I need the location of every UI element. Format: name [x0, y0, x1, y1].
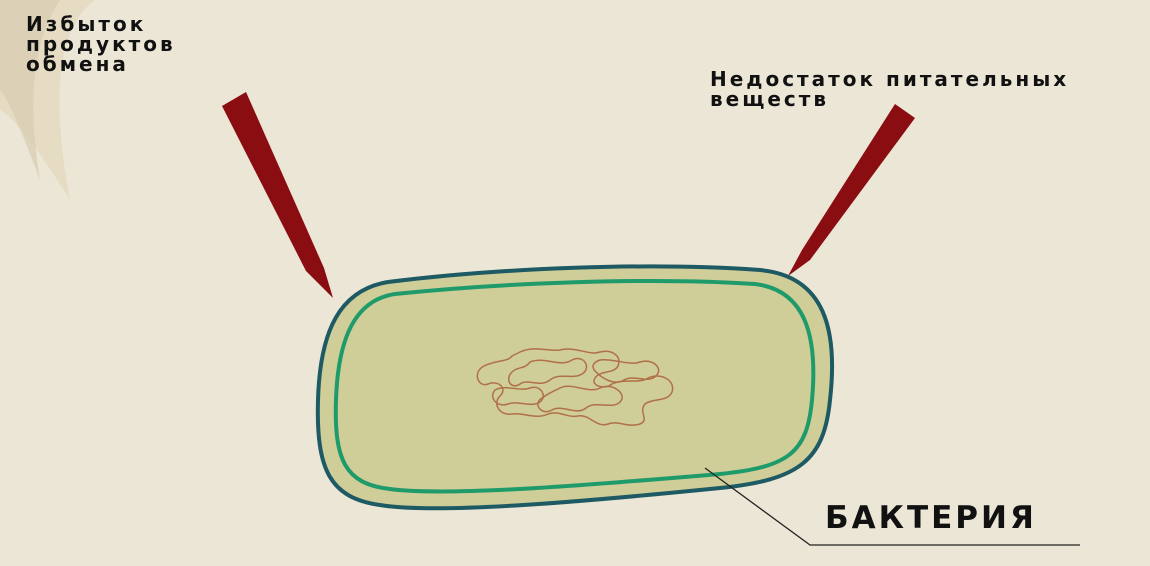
excess-metabolites-label: Избыток продуктов обмена [26, 14, 176, 74]
bacteria-label: БАКТЕРИЯ [825, 500, 1037, 536]
deficiency-label-line-1: Недостаток питательных [710, 69, 1069, 89]
excess-label-line-1: Избыток [26, 14, 176, 34]
bacterium-cell [318, 266, 832, 508]
deficiency-label-line-2: веществ [710, 89, 1069, 109]
arrow-left [222, 92, 333, 298]
arrow-right [788, 104, 915, 276]
nutrient-deficiency-label: Недостаток питательных веществ [710, 69, 1069, 109]
excess-label-line-2: продуктов [26, 34, 176, 54]
excess-label-line-3: обмена [26, 54, 176, 74]
